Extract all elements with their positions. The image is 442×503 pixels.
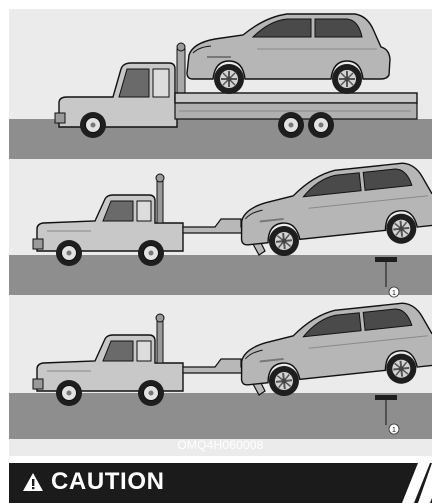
caution-banner: CAUTION bbox=[9, 463, 432, 503]
callout-1-bottom: 1 bbox=[389, 424, 399, 434]
caution-label: CAUTION bbox=[51, 468, 165, 496]
towing-illustration: 1 1 OMQ4H060008 bbox=[9, 9, 432, 456]
svg-text:1: 1 bbox=[392, 290, 396, 297]
callout-1-top: 1 bbox=[389, 287, 399, 297]
figure-code: OMQ4H060008 bbox=[9, 438, 432, 452]
svg-text:1: 1 bbox=[392, 427, 396, 434]
decorative-stripes bbox=[372, 463, 432, 503]
warning-triangle-icon bbox=[22, 472, 44, 492]
